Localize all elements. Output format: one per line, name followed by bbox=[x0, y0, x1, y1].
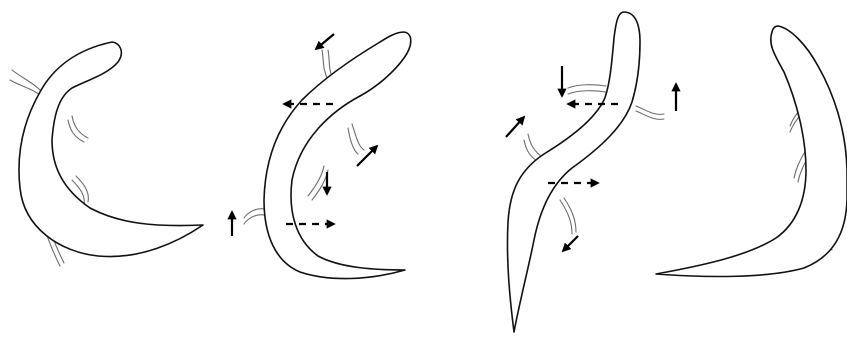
limb bbox=[308, 166, 324, 196]
panel-pose-2 bbox=[244, 32, 411, 279]
salamander-body bbox=[656, 26, 847, 276]
limb bbox=[568, 85, 606, 88]
limb bbox=[348, 128, 358, 154]
salamander-body bbox=[264, 32, 411, 279]
limb bbox=[560, 200, 572, 234]
solid-arrow-up-right bbox=[506, 117, 524, 137]
limb bbox=[568, 91, 606, 94]
salamander-body bbox=[19, 42, 203, 257]
salamander-body bbox=[507, 12, 640, 332]
solid-arrow-up-left bbox=[316, 34, 334, 49]
limb bbox=[10, 80, 40, 95]
limb bbox=[322, 50, 328, 80]
solid-arrow-down-left bbox=[563, 236, 578, 251]
limb bbox=[564, 198, 576, 232]
limb bbox=[352, 124, 364, 150]
limb bbox=[312, 170, 328, 200]
limb bbox=[68, 120, 84, 142]
panel-pose-1 bbox=[10, 42, 203, 266]
panel-pose-3 bbox=[507, 12, 664, 332]
panel-pose-4 bbox=[656, 26, 847, 276]
solid-arrow-up-right bbox=[357, 146, 377, 166]
